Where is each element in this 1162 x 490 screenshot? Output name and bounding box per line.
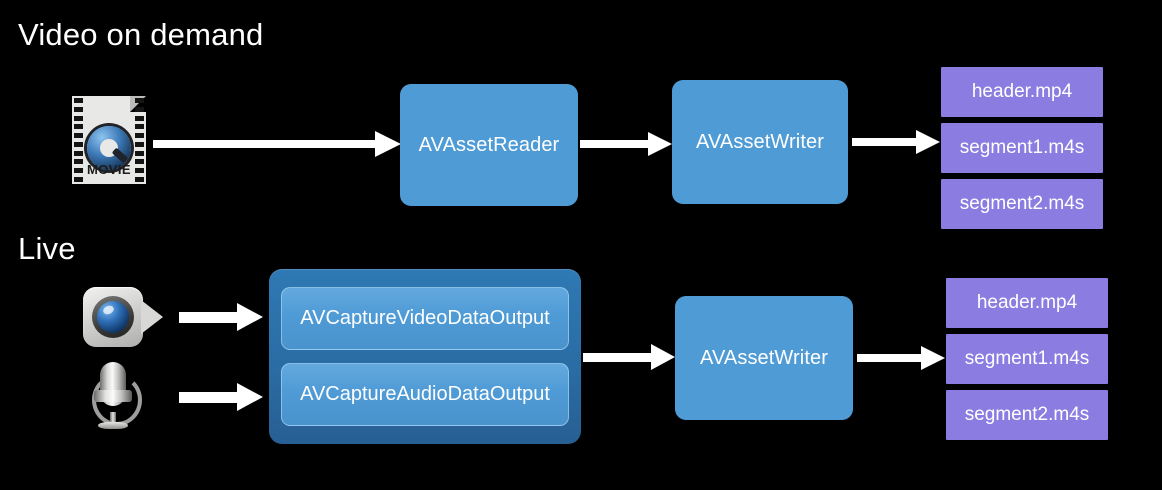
node-avcapturevideodataoutput[interactable]: AVCaptureVideoDataOutput [281, 287, 569, 350]
film-sprockets-left-icon [74, 98, 83, 182]
camera-lens-ring-shape [92, 296, 134, 338]
output-chip-header-mp4-live[interactable]: header.mp4 [946, 278, 1108, 328]
quicktime-movie-file-icon: MOVIE [72, 96, 146, 184]
node-avassetwriter-live-label: AVAssetWriter [700, 346, 828, 369]
output-chip-label: header.mp4 [976, 292, 1078, 313]
camera-cone-shape [141, 300, 163, 334]
node-avassetwriter-vod-label: AVAssetWriter [696, 130, 824, 153]
mic-base-shape [98, 422, 128, 429]
qt-movie-label: MOVIE [87, 162, 131, 177]
output-chip-segment2-m4s-vod[interactable]: segment2.m4s [941, 179, 1103, 229]
video-camera-icon [83, 287, 165, 349]
arrow-assetwriter-to-outputs-vod [852, 130, 940, 154]
output-chip-header-mp4-vod[interactable]: header.mp4 [941, 67, 1103, 117]
mic-stem-shape [110, 412, 116, 424]
node-avassetreader-label: AVAssetReader [418, 133, 560, 156]
output-chip-segment2-m4s-live[interactable]: segment2.m4s [946, 390, 1108, 440]
output-chip-segment1-m4s-live[interactable]: segment1.m4s [946, 334, 1108, 384]
node-avassetwriter-live[interactable]: AVAssetWriter [675, 296, 853, 420]
camera-lens-shape [97, 301, 129, 333]
arrow-assetwriter-to-outputs-live [857, 346, 945, 370]
section-title-video-on-demand: Video on demand [18, 17, 264, 52]
output-chip-label: segment2.m4s [964, 404, 1090, 425]
node-avcapturevideodataoutput-label: AVCaptureVideoDataOutput [300, 307, 550, 329]
microphone-icon [88, 362, 142, 430]
mic-band-shape [94, 390, 132, 402]
camera-body-shape [83, 287, 143, 347]
output-chip-label: segment2.m4s [959, 193, 1085, 214]
node-avcaptureaudiodataoutput-label: AVCaptureAudioDataOutput [300, 383, 550, 405]
film-sprockets-right-icon [135, 98, 144, 182]
node-avcaptureaudiodataoutput[interactable]: AVCaptureAudioDataOutput [281, 363, 569, 426]
capture-outputs-group: AVCaptureVideoDataOutput AVCaptureAudioD… [269, 269, 581, 444]
node-avassetreader[interactable]: AVAssetReader [400, 84, 578, 206]
section-title-live: Live [18, 231, 76, 266]
arrow-assetreader-to-assetwriter [580, 132, 672, 156]
node-avassetwriter-vod[interactable]: AVAssetWriter [672, 80, 848, 204]
quicktime-q-logo-icon [87, 126, 131, 170]
output-chip-label: segment1.m4s [964, 348, 1090, 369]
arrow-camera-to-capture-video [179, 303, 263, 331]
arrow-capture-group-to-assetwriter [583, 344, 675, 370]
arrow-microphone-to-capture-audio [179, 383, 263, 411]
output-chip-label: segment1.m4s [959, 137, 1085, 158]
arrow-source-to-assetreader [153, 131, 401, 157]
output-chip-segment1-m4s-vod[interactable]: segment1.m4s [941, 123, 1103, 173]
output-chip-label: header.mp4 [971, 81, 1073, 102]
